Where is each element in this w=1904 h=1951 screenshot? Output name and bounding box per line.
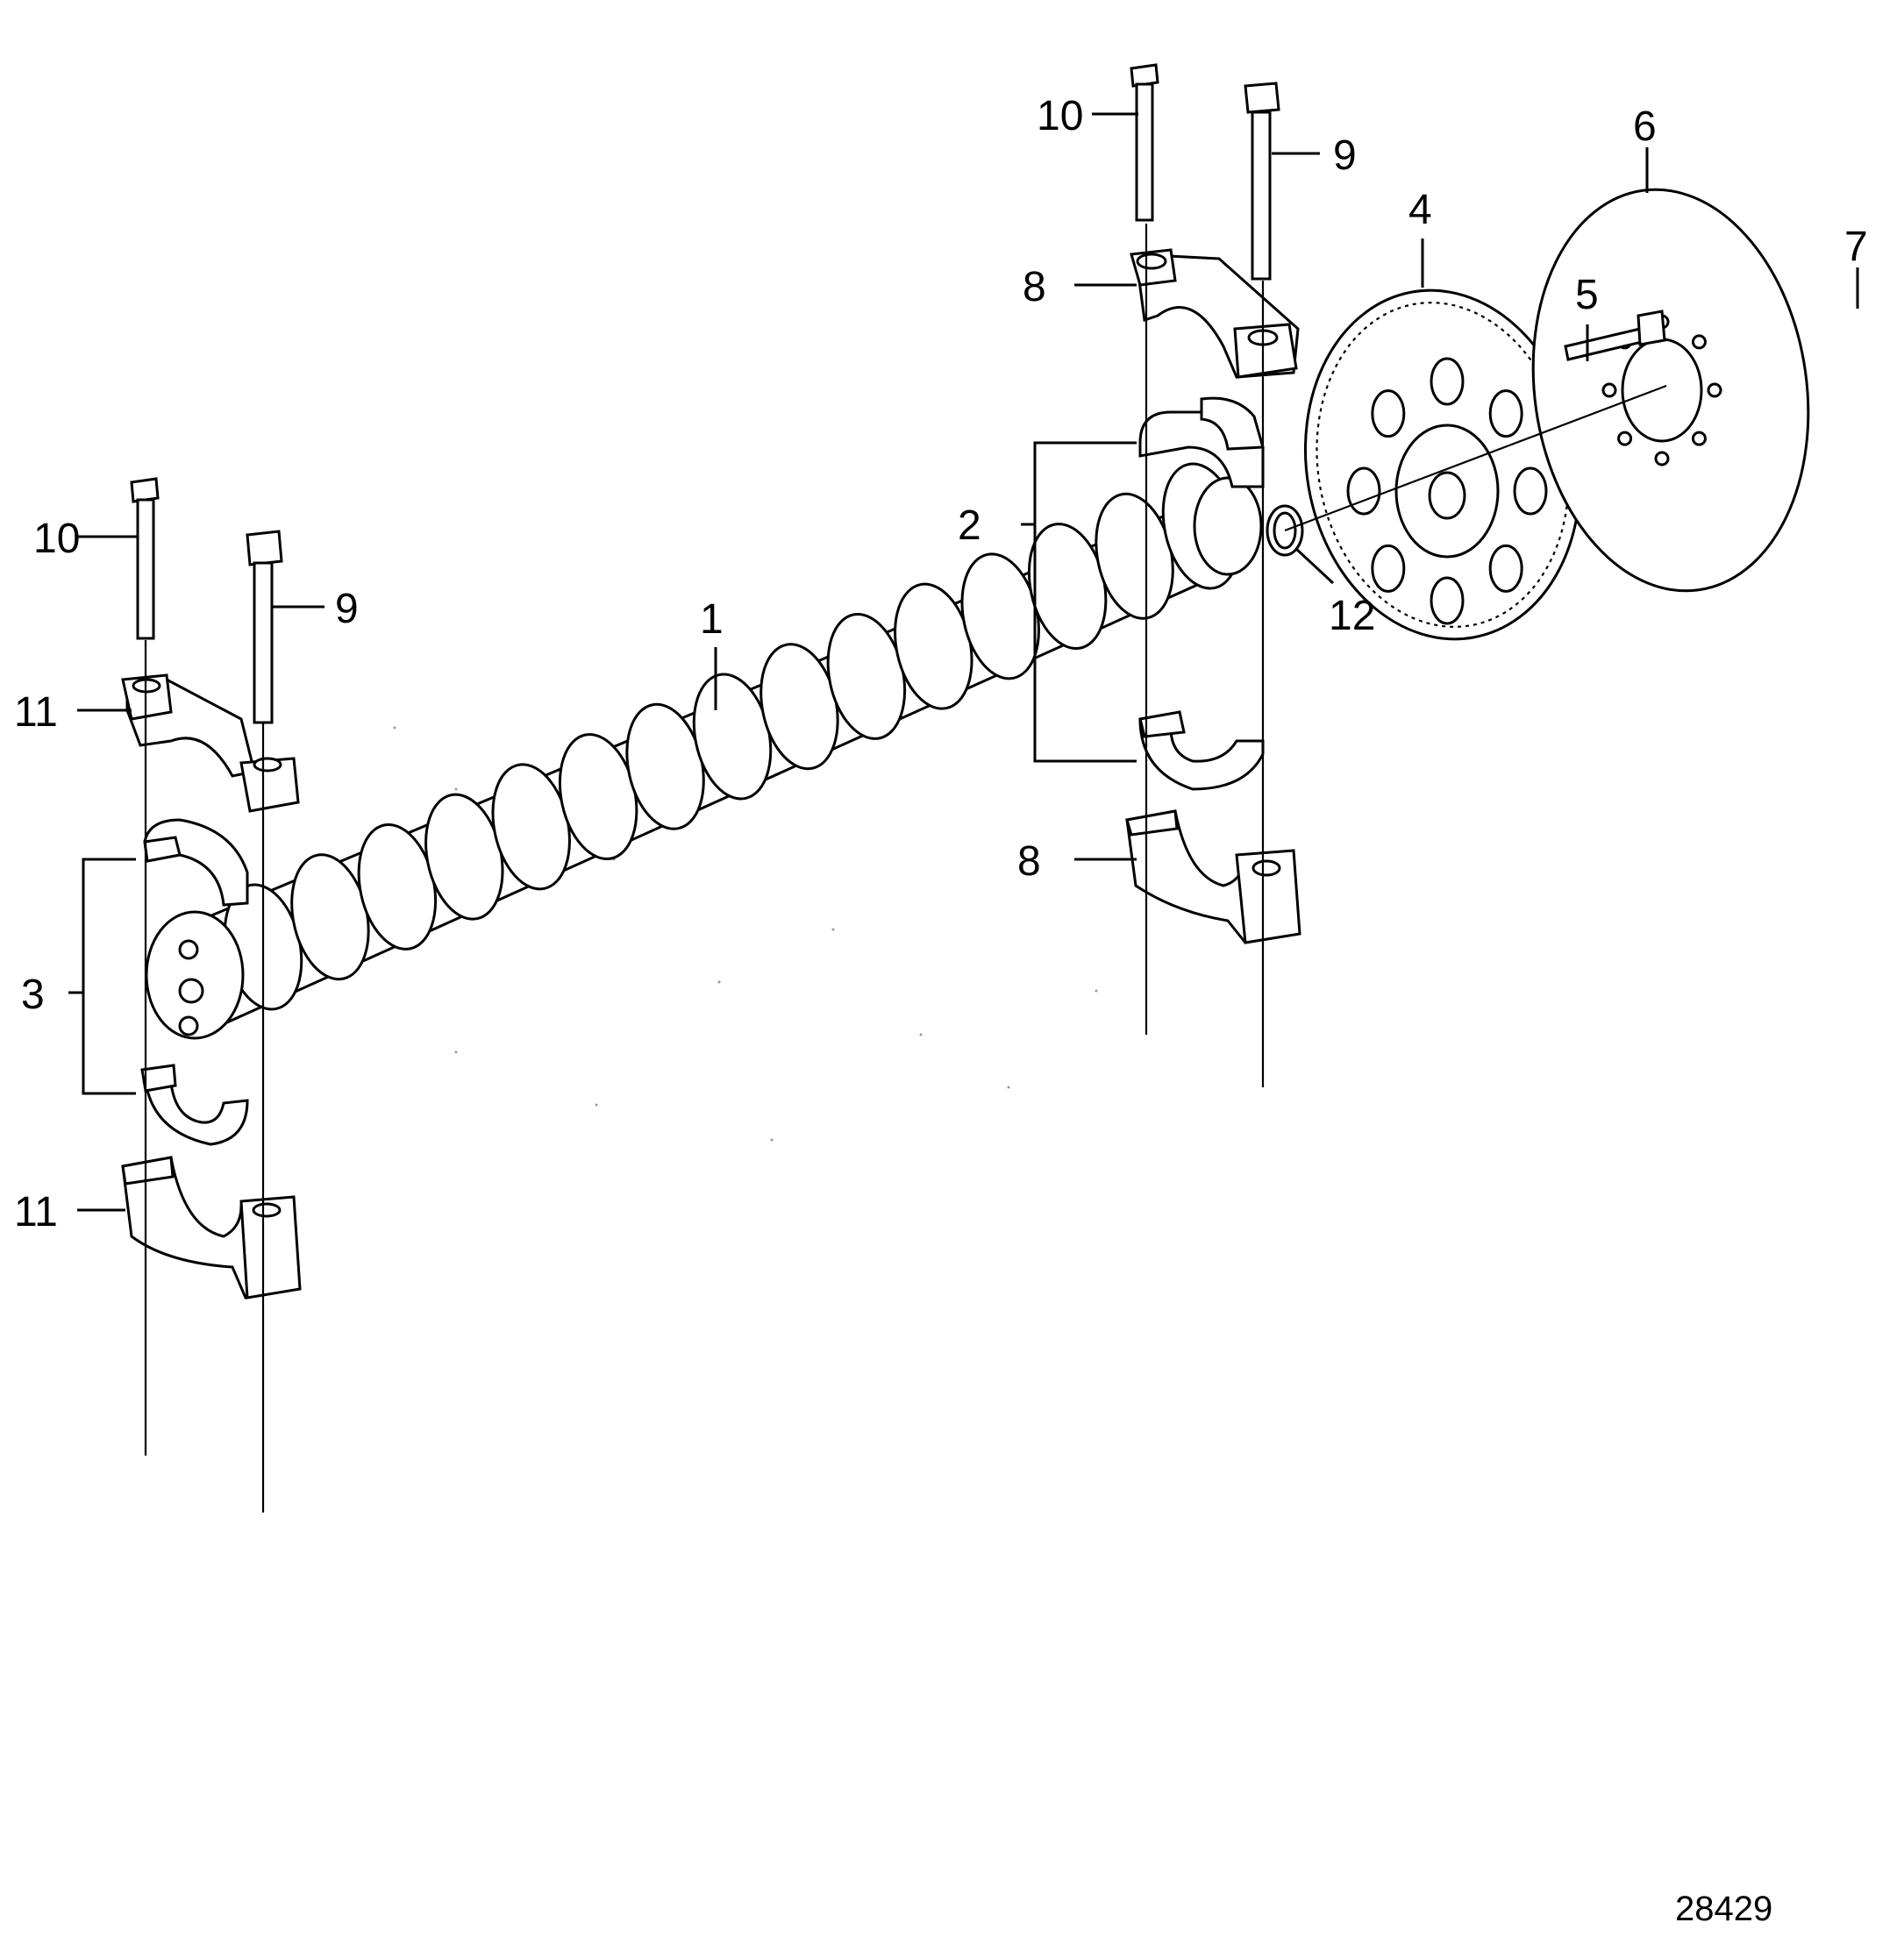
gear-hole bbox=[1430, 357, 1465, 406]
gear-hole bbox=[1430, 576, 1465, 625]
bolt-10-left bbox=[130, 477, 160, 640]
callout-12: 12 bbox=[1329, 593, 1375, 639]
gear-hole bbox=[1488, 389, 1523, 438]
plate-hole bbox=[1617, 431, 1633, 446]
callout-7: 7 bbox=[1844, 224, 1868, 270]
gear-lightening-holes bbox=[1346, 357, 1548, 625]
callout-6: 6 bbox=[1633, 103, 1657, 150]
callout-1: 1 bbox=[700, 596, 724, 643]
callout-11-bot: 11 bbox=[14, 1189, 58, 1235]
bolt-10-right bbox=[1130, 63, 1159, 222]
callout-3: 3 bbox=[21, 972, 45, 1018]
bearing-shell-upper-right-top bbox=[1138, 396, 1265, 488]
camshaft bbox=[145, 462, 1263, 1040]
bolt-9-left bbox=[246, 530, 283, 724]
gear-hole bbox=[1513, 466, 1548, 516]
gear-hole bbox=[1371, 544, 1406, 593]
callout-11-top: 11 bbox=[14, 689, 58, 736]
callout-4: 4 bbox=[1408, 187, 1432, 233]
bearing-cap-lower-left bbox=[121, 1156, 302, 1299]
plate-hole bbox=[1691, 334, 1707, 350]
gear-hole bbox=[1371, 389, 1406, 438]
callout-labels: 1 2 3 4 5 6 7 8 8 9 9 10 10 11 11 12 284… bbox=[14, 93, 1868, 1928]
bearing-shell-upper-right-bottom bbox=[1138, 710, 1265, 791]
leader-lines bbox=[68, 112, 1859, 1513]
callout-8-top: 8 bbox=[1023, 264, 1046, 310]
cam-lobes bbox=[223, 462, 1242, 1011]
plate-hole bbox=[1654, 451, 1670, 466]
callout-10-left: 10 bbox=[33, 516, 80, 562]
callout-2: 2 bbox=[958, 502, 981, 549]
callout-8-bot: 8 bbox=[1017, 838, 1041, 885]
camshaft-gear bbox=[1303, 288, 1582, 641]
bearing-shell-left-bottom bbox=[140, 1064, 249, 1146]
callout-5: 5 bbox=[1575, 272, 1599, 318]
figure-number: 28429 bbox=[1675, 1890, 1772, 1928]
damper-plate bbox=[1531, 188, 1810, 593]
plate-hole bbox=[1691, 431, 1707, 446]
background-stipple bbox=[393, 726, 1098, 1142]
plate-hole bbox=[1601, 382, 1617, 398]
gear-hole bbox=[1346, 466, 1381, 516]
gear-hole bbox=[1488, 544, 1523, 593]
callout-10-right: 10 bbox=[1037, 93, 1083, 139]
bolt-7 bbox=[1564, 310, 1666, 361]
bearing-shell-left-top bbox=[143, 818, 249, 907]
callout-9-left: 9 bbox=[335, 586, 359, 632]
plate-hole bbox=[1707, 382, 1722, 398]
bearing-cap-upper-left bbox=[121, 673, 300, 813]
bearing-cap-upper-right bbox=[1130, 248, 1300, 379]
callout-9-right: 9 bbox=[1333, 132, 1357, 179]
bolt-9-right bbox=[1244, 82, 1280, 281]
bearing-cap-lower-right bbox=[1125, 809, 1301, 944]
